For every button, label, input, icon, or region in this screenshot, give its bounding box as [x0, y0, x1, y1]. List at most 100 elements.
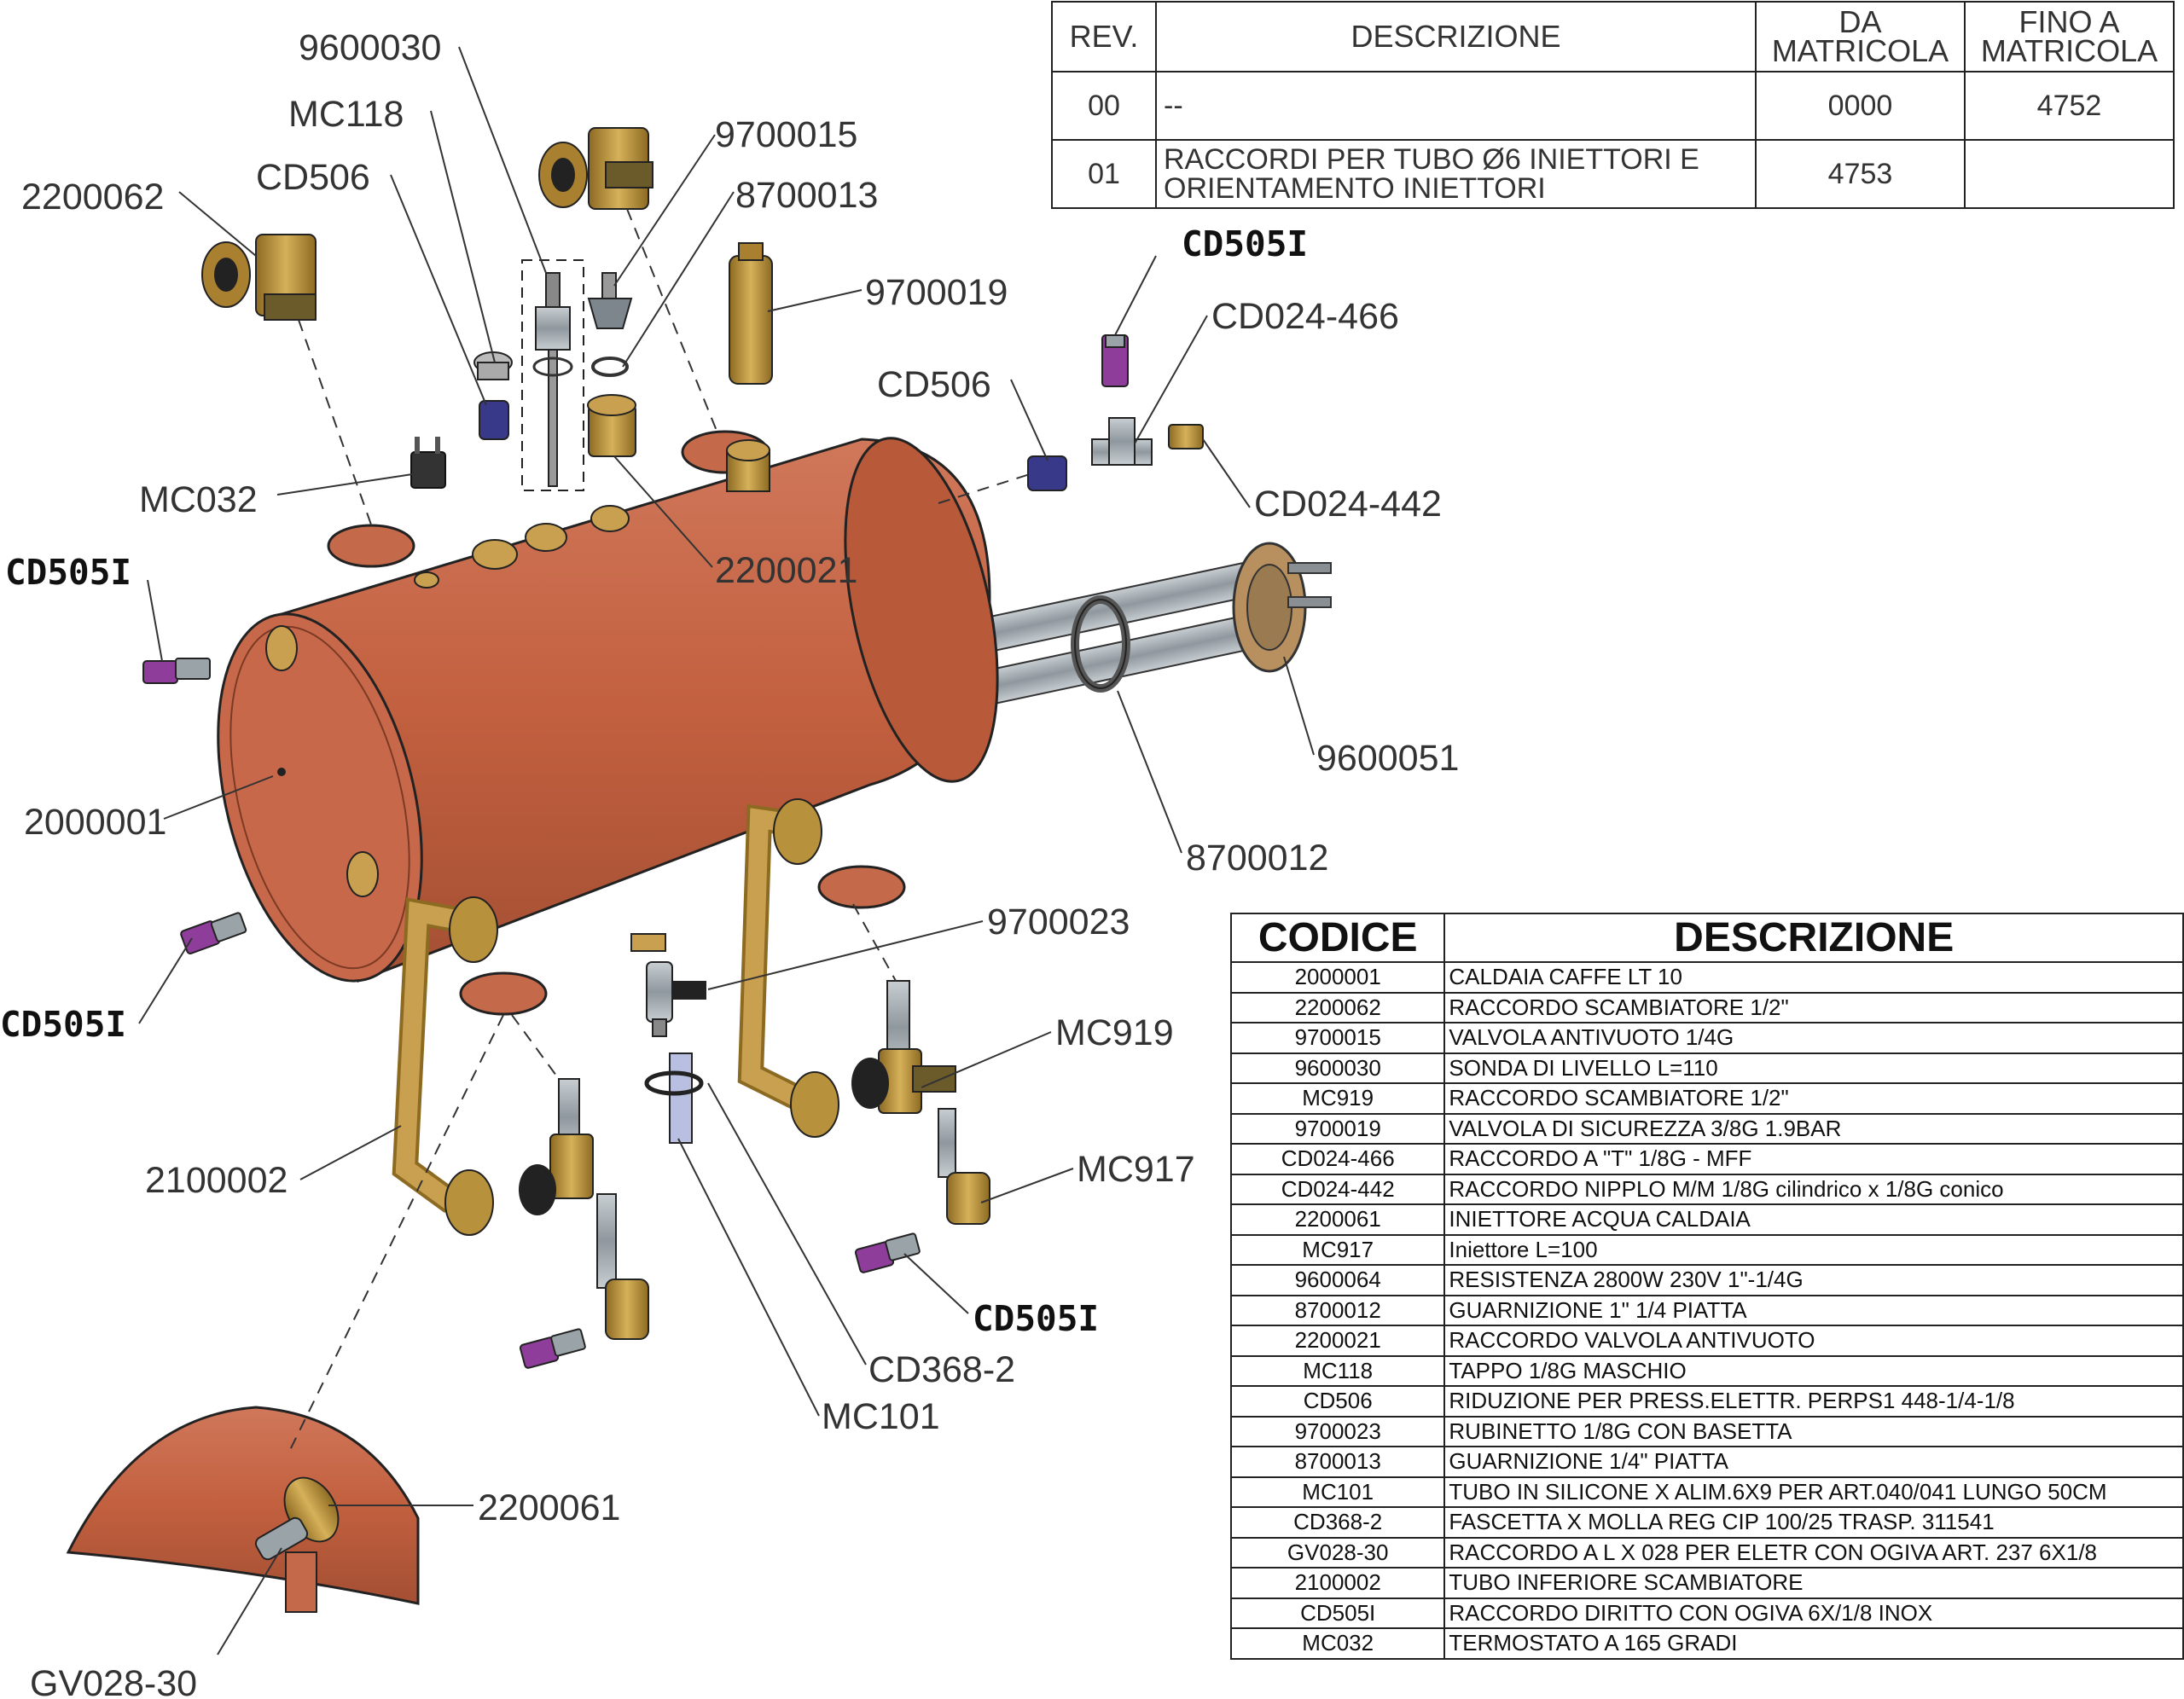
thermostat-mc032 — [410, 437, 446, 489]
lower-exchanger-tube-2100002 — [392, 896, 498, 1236]
part-code: CD368-2 — [1229, 1506, 1446, 1539]
callout-cd506-right: CD506 — [877, 364, 991, 405]
part-code: MC101 — [1229, 1476, 1446, 1508]
part-code: CD024-442 — [1229, 1173, 1446, 1205]
callout-mc101: MC101 — [822, 1396, 940, 1437]
parts-header-row: CODICE DESCRIZIONE — [1229, 913, 2184, 963]
part-description: RACCORDO VALVOLA ANTIVUOTO — [1443, 1325, 2184, 1357]
callout-9600051: 9600051 — [1316, 738, 1459, 779]
part-code: 9600064 — [1229, 1264, 1446, 1296]
injector-mc917 — [938, 1108, 990, 1225]
revision-row: 01 RACCORDI PER TUBO Ø6 INIETTORI E ORIE… — [1051, 139, 2175, 209]
callout-8700012: 8700012 — [1186, 838, 1328, 878]
fitting-cd505i-bottom — [854, 1232, 921, 1273]
part-description: SONDA DI LIVELLO L=110 — [1443, 1052, 2184, 1084]
part-description: INIETTORE ACQUA CALDAIA — [1443, 1203, 2184, 1236]
fitting-cd505i-left — [142, 658, 211, 684]
part-description: Iniettore L=100 — [1443, 1233, 2184, 1266]
part-description: TUBO INFERIORE SCAMBIATORE — [1443, 1567, 2184, 1599]
callout-2200062: 2200062 — [21, 177, 164, 217]
part-description: VALVOLA DI SICUREZZA 3/8G 1.9BAR — [1443, 1112, 2184, 1145]
plug-mc118 — [473, 351, 513, 380]
rev-description-line: ORIENTAMENTO INIETTORI — [1164, 172, 1546, 205]
callout-9700023: 9700023 — [987, 902, 1130, 942]
callout-mc917: MC917 — [1077, 1149, 1195, 1190]
part-description: RACCORDO A "T" 1/8G - MFF — [1443, 1143, 2184, 1175]
part-code: CD506 — [1229, 1385, 1446, 1418]
part-code: 2200062 — [1229, 991, 1446, 1023]
part-code: 2100002 — [1229, 1567, 1446, 1599]
exchanger-tube-right — [737, 798, 839, 1138]
part-description: RIDUZIONE PER PRESS.ELETTR. PERPS1 448-1… — [1443, 1385, 2184, 1418]
fitting-cd505i-top — [1101, 334, 1129, 387]
part-description: RACCORDO SCAMBIATORE 1/2" — [1443, 1082, 2184, 1115]
part-description: RACCORDO SCAMBIATORE 1/2" — [1443, 991, 2184, 1023]
callout-gv028-30: GV028-30 — [30, 1663, 197, 1699]
revision-header-row: REV. DESCRIZIONE DA MATRICOLA FINO A MAT… — [1051, 1, 2175, 72]
level-probe-9600030 — [521, 259, 584, 491]
header-fino-matricola: FINO A MATRICOLA — [1964, 1, 2175, 72]
tap-9700023 — [646, 961, 706, 1037]
rev-fino — [1964, 139, 2175, 209]
part-description: RACCORDO NIPPLO M/M 1/8G cilindrico x 1/… — [1443, 1173, 2184, 1205]
part-description: RUBINETTO 1/8G CON BASETTA — [1443, 1415, 2184, 1447]
rev-number: 00 — [1051, 71, 1157, 141]
callout-cd505i-lower-left: CD505I — [0, 1004, 126, 1045]
header-da-line1: DA — [1838, 4, 1882, 39]
callout-2100002: 2100002 — [145, 1160, 288, 1201]
part-code: 9700023 — [1229, 1415, 1446, 1447]
part-description: TUBO IN SILICONE X ALIM.6X9 PER ART.040/… — [1443, 1476, 2184, 1508]
callout-cd024-442: CD024-442 — [1254, 484, 1442, 525]
leader-lines — [138, 46, 1315, 1656]
header-fino-line1: FINO A — [2018, 4, 2120, 39]
rev-description: RACCORDI PER TUBO Ø6 INIETTORI E ORIENTA… — [1155, 139, 1757, 209]
part-code: 8700013 — [1229, 1446, 1446, 1478]
part-code: CD505I — [1229, 1597, 1446, 1629]
callout-cd024-466: CD024-466 — [1211, 296, 1399, 337]
part-code: 9700015 — [1229, 1022, 1446, 1054]
part-description: CALDAIA CAFFE LT 10 — [1443, 961, 2184, 994]
part-description: TAPPO 1/8G MASCHIO — [1443, 1354, 2184, 1387]
callout-mc032: MC032 — [139, 479, 258, 520]
callout-9700019: 9700019 — [865, 272, 1008, 313]
callout-cd505i-left: CD505I — [5, 552, 131, 593]
part-code: 8700012 — [1229, 1294, 1446, 1326]
callout-2200061: 2200061 — [478, 1487, 620, 1528]
fitting-cd505i-bottom-left — [519, 1328, 586, 1369]
safety-valve-9700019 — [729, 242, 773, 385]
reducer-cd506-right — [1027, 455, 1067, 491]
callout-cd505i-top: CD505I — [1182, 223, 1308, 264]
callout-cd368-2: CD368-2 — [868, 1349, 1015, 1390]
callout-2200021: 2200021 — [715, 550, 857, 591]
fitting-cd505i-lower-left — [180, 912, 247, 954]
callout-cd506-top: CD506 — [256, 157, 370, 198]
heating-element-9600051 — [959, 542, 1332, 709]
vacuum-valve-9700015 — [587, 272, 633, 329]
part-code: MC919 — [1229, 1082, 1446, 1115]
header-rev: REV. — [1051, 1, 1157, 72]
gasket-8700013 — [591, 357, 629, 377]
exchanger-fitting-mc919 — [851, 980, 956, 1114]
part-description: FASCETTA X MOLLA REG CIP 100/25 TRASP. 3… — [1443, 1506, 2184, 1539]
callout-9700015: 9700015 — [715, 114, 857, 155]
